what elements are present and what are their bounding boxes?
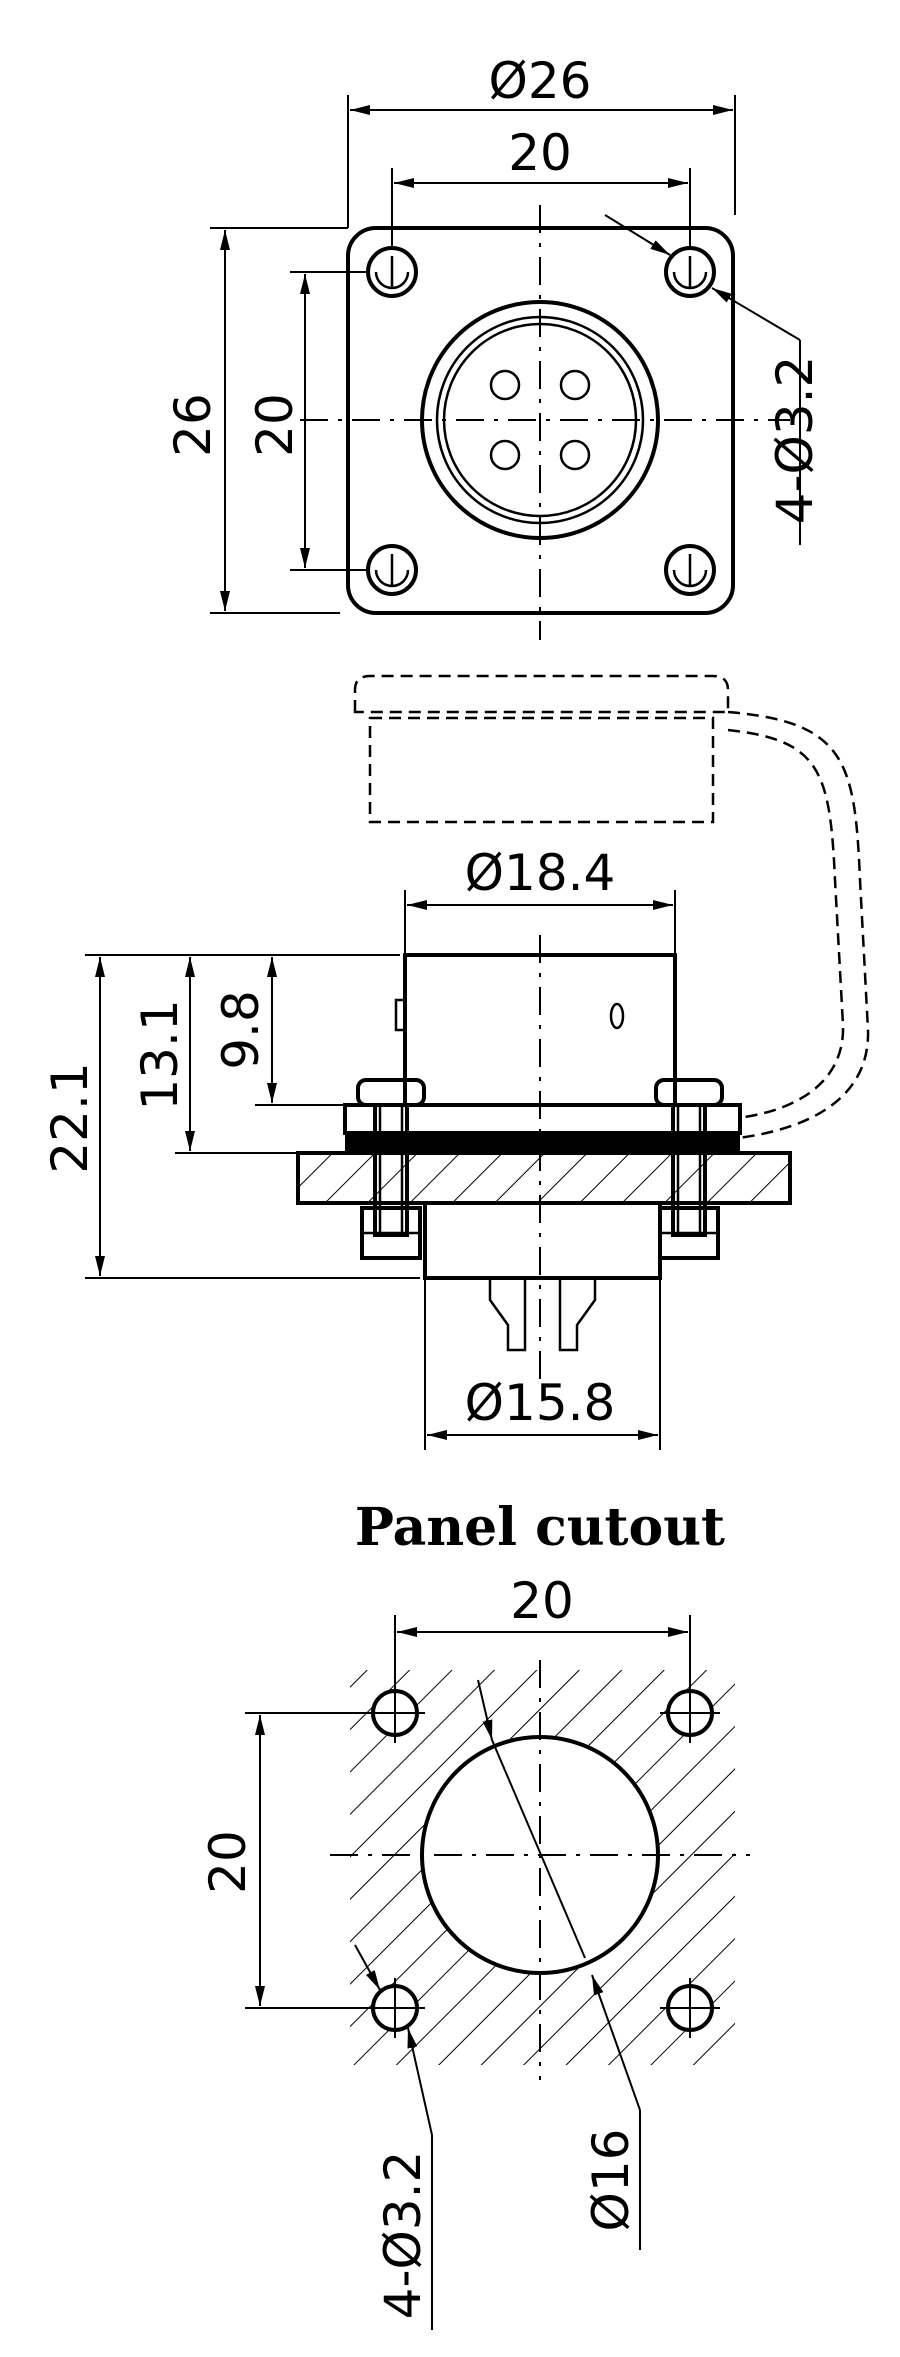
dust-cap — [353, 674, 870, 1140]
dim-total-height: 22.1 — [41, 1062, 99, 1173]
dim-mount-holes: 4-Ø3.2 — [766, 356, 824, 525]
front-view: Ø26 20 26 20 4-Ø3.2 — [164, 52, 824, 640]
connector-body — [403, 953, 677, 1107]
dim-height: 26 — [164, 393, 222, 457]
solder-terminals — [488, 1278, 597, 1352]
pin-3 — [489, 439, 521, 471]
rear-body — [423, 1201, 662, 1280]
dim-body-height: 9.8 — [212, 990, 270, 1070]
gasket — [345, 1133, 740, 1153]
mount-screw-br — [664, 544, 716, 596]
mount-screw-tl — [366, 246, 418, 298]
dim-mount-height: 13.1 — [131, 999, 189, 1110]
pin-4 — [559, 439, 591, 471]
dim-cutout-spacing-vertical: 20 — [199, 1830, 257, 1894]
dim-rear-diameter: Ø15.8 — [465, 1374, 616, 1432]
side-view: Ø18.4 22.1 13.1 9.8 Ø15.8 — [41, 674, 870, 1450]
dim-bolt-spacing: 20 — [508, 124, 572, 182]
dim-outer-diameter: Ø26 — [489, 52, 592, 110]
pin-2 — [559, 369, 591, 401]
screw-left — [356, 1078, 426, 1260]
panel-section — [296, 1151, 792, 1205]
body-key-mark — [609, 1002, 625, 1030]
pin-1 — [489, 369, 521, 401]
panel-cutout-title: Panel cutout — [355, 1497, 725, 1558]
dim-cutout-spacing: 20 — [510, 1572, 574, 1630]
mount-screw-tr — [664, 246, 716, 298]
receptacle-outer-ring — [420, 300, 660, 540]
dim-cutout-mount-holes: 4-Ø3.2 — [374, 2151, 432, 2320]
receptacle-insert — [442, 322, 638, 518]
dim-body-diameter: Ø18.4 — [465, 844, 616, 902]
dim-bolt-spacing-vertical: 20 — [246, 393, 304, 457]
dim-center-hole: Ø16 — [582, 2129, 640, 2232]
body-side-tab — [394, 998, 407, 1032]
panel-cutout-view: Panel cutout 20 20 4- — [199, 1497, 750, 2330]
mount-screw-bl — [366, 544, 418, 596]
receptacle-inner-ring — [435, 315, 645, 525]
flange-plate — [343, 1103, 742, 1135]
